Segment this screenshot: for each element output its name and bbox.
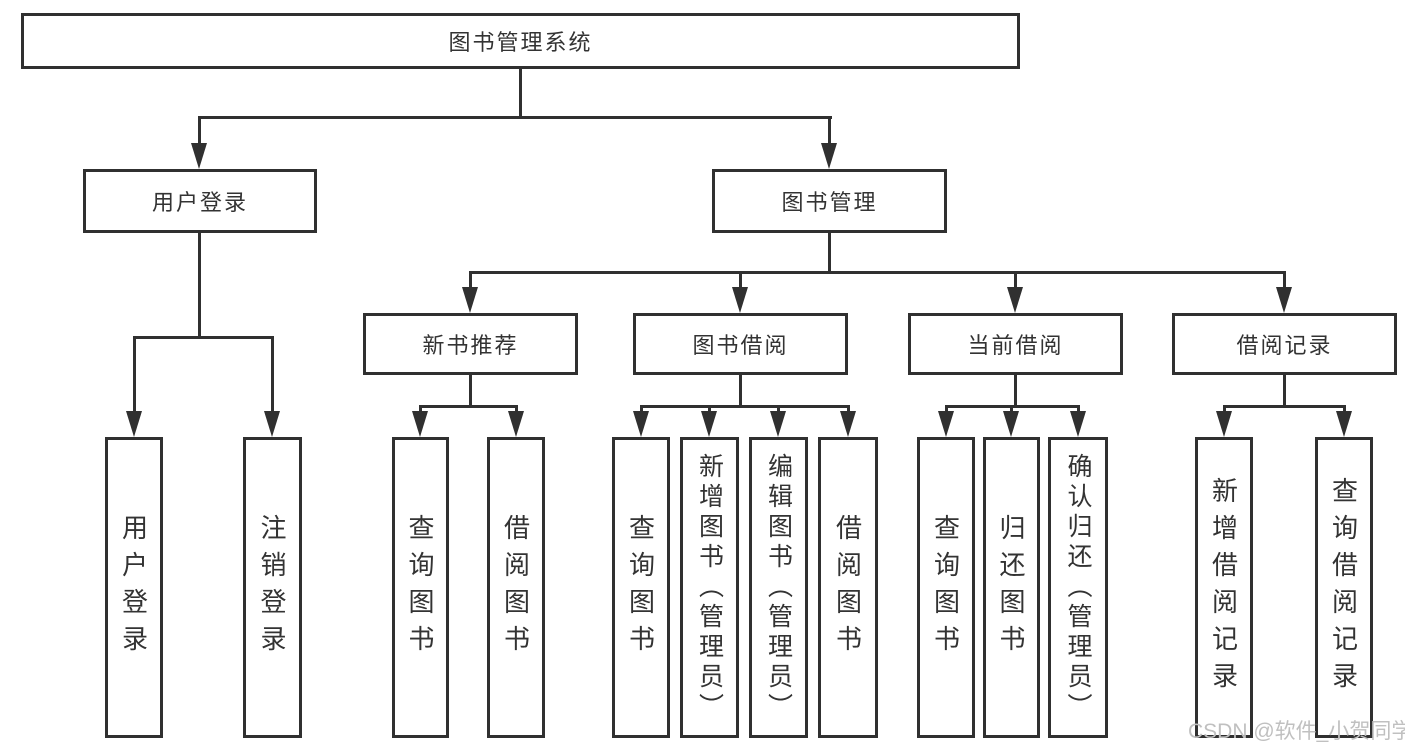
arrow-down-icon [821,143,837,169]
connector-drop [271,336,274,413]
leaf-add-borrow-record: 新增借阅记录 [1195,437,1253,738]
arrow-down-icon [732,287,748,313]
node-user-login: 用户登录 [83,169,317,233]
connector-drop [1343,405,1346,415]
connector-drop [1283,271,1286,289]
arrow-down-icon [633,411,649,437]
arrow-down-icon [1276,287,1292,313]
connector-level2-bus [198,116,832,119]
node-book-management: 图书管理 [712,169,947,233]
connector-stem [739,375,742,408]
connector-drop [133,336,136,413]
node-current-borrow: 当前借阅 [908,313,1123,375]
connector-drop [739,271,742,289]
arrow-down-icon [412,411,428,437]
connector-stem [1283,375,1286,408]
connector-drop [1010,405,1013,415]
arrow-down-icon [770,411,786,437]
leaf-add-books-admin: 新增图书（管理员） [680,437,739,738]
connector-userlogin-stem [198,233,201,337]
watermark: CSDN @软件_小贺同学 [1188,720,1405,743]
node-book-borrow: 图书借阅 [633,313,848,375]
connector-stem [1014,375,1017,408]
connector-drop [198,116,201,145]
connector-drop [419,405,422,415]
leaf-confirm-return-admin: 确认归还（管理员） [1048,437,1108,738]
leaf-borrow-books: 借阅图书 [818,437,878,738]
leaf-edit-books-admin: 编辑图书（管理员） [749,437,808,738]
leaf-query-borrow-record: 查询借阅记录 [1315,437,1373,738]
arrow-down-icon [1070,411,1086,437]
arrow-down-icon [191,143,207,169]
leaf-logout: 注销登录 [243,437,302,738]
arrow-down-icon [938,411,954,437]
arrow-down-icon [840,411,856,437]
connector-group-bus [420,405,517,408]
connector-stem [469,375,472,408]
connector-level3-bus [469,271,1286,274]
node-borrow-records: 借阅记录 [1172,313,1397,375]
arrow-down-icon [1216,411,1232,437]
connector-drop [515,405,518,415]
node-library-management-system: 图书管理系统 [21,13,1020,69]
connector-drop [945,405,948,415]
connector-group-bus [1223,405,1344,408]
leaf-query-books-current: 查询图书 [917,437,975,738]
arrow-down-icon [264,411,280,437]
leaf-borrow-books-recommend: 借阅图书 [487,437,545,738]
arrow-down-icon [126,411,142,437]
connector-drop [469,271,472,289]
leaf-query-books-borrow: 查询图书 [612,437,670,738]
connector-group-bus [640,405,848,408]
leaf-user-login: 用户登录 [105,437,163,738]
connector-root-stem [519,68,522,118]
arrow-down-icon [701,411,717,437]
connector-drop [1223,405,1226,415]
arrow-down-icon [1003,411,1019,437]
arrow-down-icon [1007,287,1023,313]
connector-drop [1077,405,1080,415]
connector-userlogin-bus [133,336,273,339]
arrow-down-icon [1336,411,1352,437]
connector-bookmgmt-stem [828,233,831,274]
connector-drop [708,405,711,415]
arrow-down-icon [508,411,524,437]
leaf-return-books: 归还图书 [983,437,1040,738]
connector-drop [640,405,643,415]
node-new-book-recommend: 新书推荐 [363,313,578,375]
arrow-down-icon [462,287,478,313]
leaf-query-books-recommend: 查询图书 [392,437,449,738]
connector-drop [847,405,850,415]
connector-drop [828,116,831,145]
connector-drop [1014,271,1017,289]
connector-drop [777,405,780,415]
